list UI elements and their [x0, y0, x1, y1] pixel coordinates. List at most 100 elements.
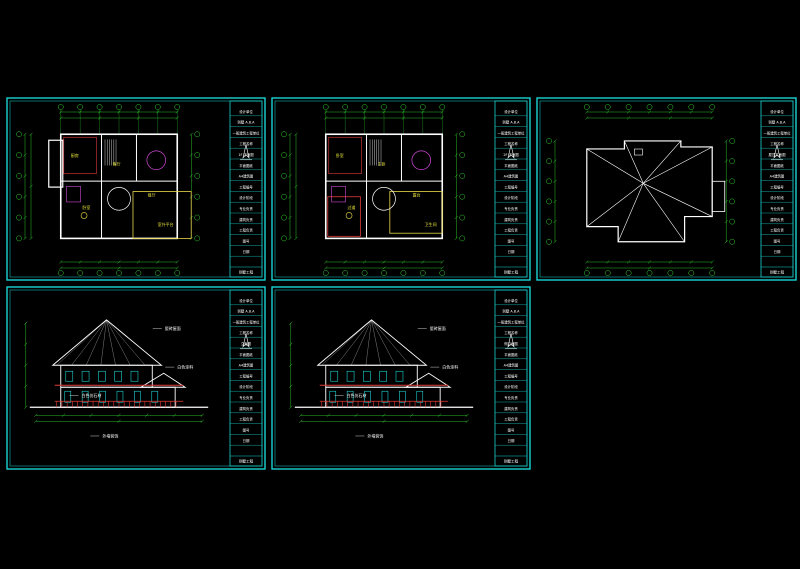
dimension-tick: [710, 266, 714, 270]
grid-axis-bubble: [604, 270, 611, 276]
roof-hip-line: [624, 140, 644, 184]
north-arrow-icon: [242, 144, 250, 159]
title-block-text: 工程编号: [770, 184, 784, 189]
title-block-text: 平面图纸: [239, 352, 253, 357]
sheet-frame: [6, 286, 266, 470]
dimension-tick: [724, 199, 728, 204]
title-block-text: 工程名称: [239, 141, 253, 146]
title-block-text: 专业负责: [770, 206, 784, 211]
grid-axis-bubble: [729, 138, 736, 144]
title-block-footer: 别墅工程: [504, 459, 519, 464]
title-block-text: A4建筑图: [239, 363, 254, 368]
grid-axis-bubble: [116, 104, 122, 110]
title-block-text: 别墅 A.B.A: [238, 120, 256, 125]
window: [81, 390, 89, 403]
dimension-tick: [585, 266, 589, 270]
roof-tile-line: [86, 319, 107, 366]
window: [416, 390, 424, 403]
dimension-tick: [145, 413, 149, 417]
dimension-tick: [24, 342, 28, 346]
dimension-tick: [454, 132, 458, 136]
dimension-tick: [354, 413, 358, 417]
dimension-tick: [553, 159, 557, 163]
dimension-tick: [189, 132, 193, 136]
dimension-tick: [626, 260, 631, 264]
grid-axis-bubble: [709, 104, 716, 110]
title-block-text: 图号: [243, 238, 250, 243]
title-block-frame: [494, 289, 528, 467]
title-block-text: 一般建筑工程单位: [497, 319, 525, 324]
title-block-frame: [760, 100, 794, 278]
grid-axis-bubble: [16, 173, 22, 179]
grid-axis-bubble: [154, 270, 161, 276]
material-callout: 白色仿石材: [347, 392, 367, 398]
title-block-text: 日期: [508, 438, 515, 443]
grid-axis-bubble: [342, 270, 349, 276]
material-callout: 外墙装饰: [102, 432, 118, 438]
terrace-outline: [132, 191, 192, 239]
dimension-tick: [553, 179, 557, 183]
dimension-tick: [288, 236, 292, 241]
room-label: 卫生间: [425, 221, 437, 227]
title-block-text: 设计阶段: [239, 195, 253, 200]
dimension-tick: [324, 260, 328, 264]
dimension-tick: [454, 195, 458, 199]
main-roof: [316, 319, 428, 366]
spiral-stair: [372, 187, 396, 211]
sheet-frame: [6, 97, 266, 281]
grid-axis-bubble: [729, 198, 736, 205]
dimension-tick: [647, 110, 652, 114]
round-table: [411, 150, 431, 171]
dimension-tick: [288, 132, 292, 136]
dimension-tick: [421, 260, 425, 264]
dimension-tick: [362, 260, 367, 264]
garage-wall: [48, 139, 64, 188]
dimension-tick: [382, 266, 386, 270]
title-block-text: 工程编号: [239, 373, 253, 378]
grid-axis-bubble: [16, 131, 22, 138]
grid-axis-bubble: [729, 238, 736, 245]
grid-axis-bubble: [604, 104, 611, 110]
title-block-text: 建筑负责: [770, 217, 784, 222]
window: [116, 390, 124, 403]
title-block-text: 设计单位: [770, 109, 784, 114]
grid-axis-bubble: [419, 104, 426, 110]
roof-bay: [711, 180, 726, 212]
dimension-tick: [585, 260, 589, 264]
title-block-text: 工程负责: [239, 417, 253, 422]
roof-tile-line: [371, 319, 381, 366]
grid-axis-bubble: [135, 270, 142, 276]
dimension-tick: [136, 260, 141, 264]
roof-hip-line: [643, 140, 682, 184]
title-block-text: 工程负责: [504, 228, 518, 233]
grid-axis-bubble: [77, 270, 84, 276]
title-block-text: 图号: [243, 427, 250, 432]
dimension-tick: [200, 413, 204, 417]
dimension-tick: [175, 260, 179, 264]
grid-axis-bubble: [194, 214, 201, 221]
material-callout: 白色仿石材: [82, 392, 102, 398]
grid-axis-bubble: [439, 270, 446, 276]
title-block-frame: [229, 100, 263, 278]
window: [381, 390, 389, 403]
dimension-tick: [97, 260, 102, 264]
dimension-tick: [23, 132, 27, 136]
room-label: 客厅: [113, 160, 121, 166]
dimension-tick: [289, 384, 293, 388]
dimension-tick: [200, 419, 204, 423]
grid-axis-bubble: [16, 235, 22, 242]
title-block-text: 一般建筑工程单位: [232, 130, 260, 135]
grid-axis-bubble: [361, 104, 368, 110]
balcony-outline: [389, 191, 443, 234]
grid-axis-bubble: [194, 173, 201, 179]
window: [64, 390, 72, 403]
north-arrow-icon: [507, 333, 515, 348]
dimension-tick: [454, 174, 458, 178]
title-block-text: 工程名称: [504, 330, 518, 335]
grid-axis-bubble: [459, 131, 466, 138]
title-block-text: 建筑负责: [239, 406, 253, 411]
room-label: 卧室: [82, 204, 90, 210]
